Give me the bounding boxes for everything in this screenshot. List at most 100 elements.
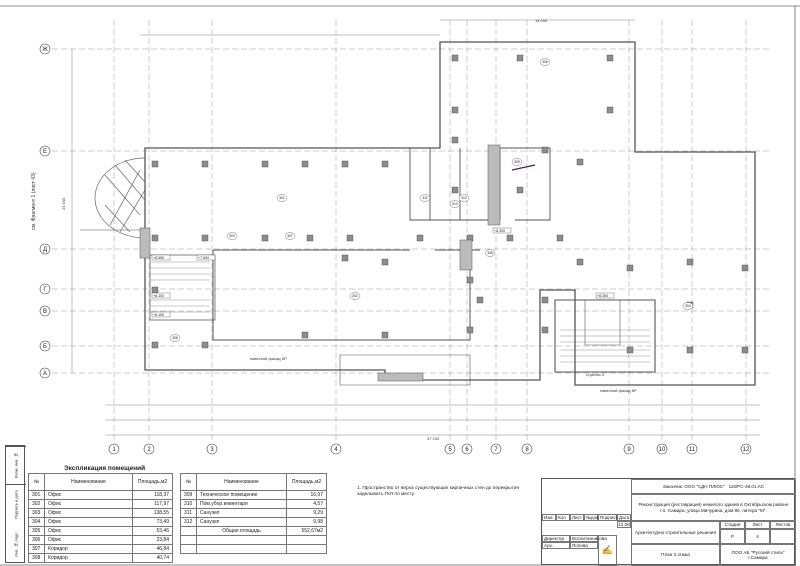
room-tag-bubble xyxy=(349,292,361,300)
column-marker xyxy=(476,296,484,304)
col-header: № xyxy=(28,473,45,491)
level-mark: +7.800 xyxy=(198,256,209,260)
room-area: 53,46 xyxy=(132,526,173,536)
side-stamp: Взам. инв. № Подпись и дата Инв. № подл. xyxy=(5,445,26,563)
facade-label: навесной фасад КР xyxy=(250,356,287,361)
column-marker xyxy=(741,346,749,354)
room-area: 9,29 xyxy=(286,508,327,518)
level-mark-box xyxy=(492,227,512,234)
row-axis-bubble xyxy=(39,283,51,295)
overall-dimension: 47 100 xyxy=(427,436,440,441)
column-marker xyxy=(626,346,634,354)
room-tag-bubble xyxy=(449,200,461,208)
room-number: 311 xyxy=(180,508,197,518)
facade-label-2: навесной фасад КР xyxy=(600,388,637,393)
level-mark: +8.550 xyxy=(153,256,164,260)
column-axis-label: 5 xyxy=(448,447,452,453)
column-axis-label: 10 xyxy=(659,447,666,453)
column-marker xyxy=(576,258,584,266)
room-area: 46,84 xyxy=(132,544,173,554)
row-axis-label: В xyxy=(43,309,47,315)
sheet-label: Лист xyxy=(745,521,770,529)
room-name: Коридор xyxy=(44,544,133,554)
column-axis-label: 2 xyxy=(147,447,151,453)
wall-pier xyxy=(487,144,501,226)
row-axis-bubble xyxy=(39,305,51,317)
room-area: 9,98 xyxy=(286,517,327,527)
column-axis-bubble xyxy=(490,443,502,455)
col-header: Наименование xyxy=(44,473,133,491)
room-tag-bubble xyxy=(284,232,296,240)
hdr-cell: Лист xyxy=(570,514,584,521)
column-marker xyxy=(341,160,349,168)
hdr-cell: Изм xyxy=(542,514,556,521)
col-header: № xyxy=(180,473,197,491)
column-marker xyxy=(151,234,159,242)
role-cell: Арх. xyxy=(542,542,570,549)
column-axis-label: 9 xyxy=(627,447,631,453)
project-name: Реконструкция (реставрация) нежилого зда… xyxy=(631,494,796,521)
customer: Заказчик: ООО "СДН ПЛЮС" xyxy=(662,483,725,489)
column-marker xyxy=(306,234,314,242)
room-number: 303 xyxy=(28,508,45,518)
room-tag-bubble xyxy=(539,58,551,66)
room-number: 312 xyxy=(180,517,197,527)
room-area: 40,74 xyxy=(132,553,173,563)
row-axis-bubble xyxy=(39,43,51,55)
stair-lines xyxy=(150,261,650,363)
column-axis-bubble xyxy=(686,443,698,455)
building-walls xyxy=(80,41,756,386)
level-mark-box xyxy=(595,292,615,299)
room-number: 304 xyxy=(28,517,45,527)
row-axis-label: Е xyxy=(43,149,47,155)
col-header: Площадь,м2 xyxy=(132,473,173,491)
level-mark: +8.300 xyxy=(597,294,608,298)
room-area: 4,57 xyxy=(286,499,327,509)
row-axis-label: А xyxy=(43,371,47,377)
room-name: Пом.убор.инвентаря xyxy=(196,499,287,509)
general-note: 1. Пространство от верха существующих ки… xyxy=(357,486,520,498)
document-code: 116/РС-38.01.АС xyxy=(728,483,765,489)
room-name: Коридор xyxy=(44,553,133,563)
column-marker xyxy=(201,160,209,168)
sheets-value xyxy=(770,529,796,544)
row-axis-label: Ж xyxy=(42,47,48,53)
date-cell: 12.08 xyxy=(617,521,631,528)
column-marker xyxy=(451,106,459,114)
sheet-title: План 3 этажа xyxy=(631,544,720,566)
level-mark-box xyxy=(151,292,171,299)
room-name: Техническое помещение xyxy=(196,490,287,500)
column-axis-bubble xyxy=(330,443,342,455)
stamp-cell: Инв. № подл. xyxy=(13,531,19,557)
sheet-value: 4 xyxy=(745,529,770,544)
room-area: 138,55 xyxy=(132,508,173,518)
height-dimension: 24 500 xyxy=(61,197,66,210)
room-name: Офис xyxy=(44,535,133,545)
column-marker xyxy=(516,54,524,62)
level-mark: +6.150 xyxy=(153,313,164,317)
column-marker xyxy=(346,234,354,242)
room-number: 302 xyxy=(28,499,45,509)
column-marker xyxy=(741,264,749,272)
row-axis-label: Б xyxy=(43,344,47,350)
row-axis-label: Д xyxy=(43,247,47,253)
room-area: 117,97 xyxy=(132,499,173,509)
total-value: 552,67м2 xyxy=(286,526,327,536)
total-label: Общая площадь xyxy=(196,526,287,536)
room-number: 301 xyxy=(28,490,45,500)
hdr-cell: Кол xyxy=(556,514,570,521)
room-tag-bubble xyxy=(484,249,496,257)
stage-label: Стадия xyxy=(720,521,745,529)
arrow-label: стрелка 4 xyxy=(586,372,605,377)
room-tag: 307 xyxy=(287,234,293,238)
hdr-cell: №док xyxy=(584,514,599,521)
room-tag: 308 xyxy=(487,251,493,255)
bay-window xyxy=(94,157,146,239)
